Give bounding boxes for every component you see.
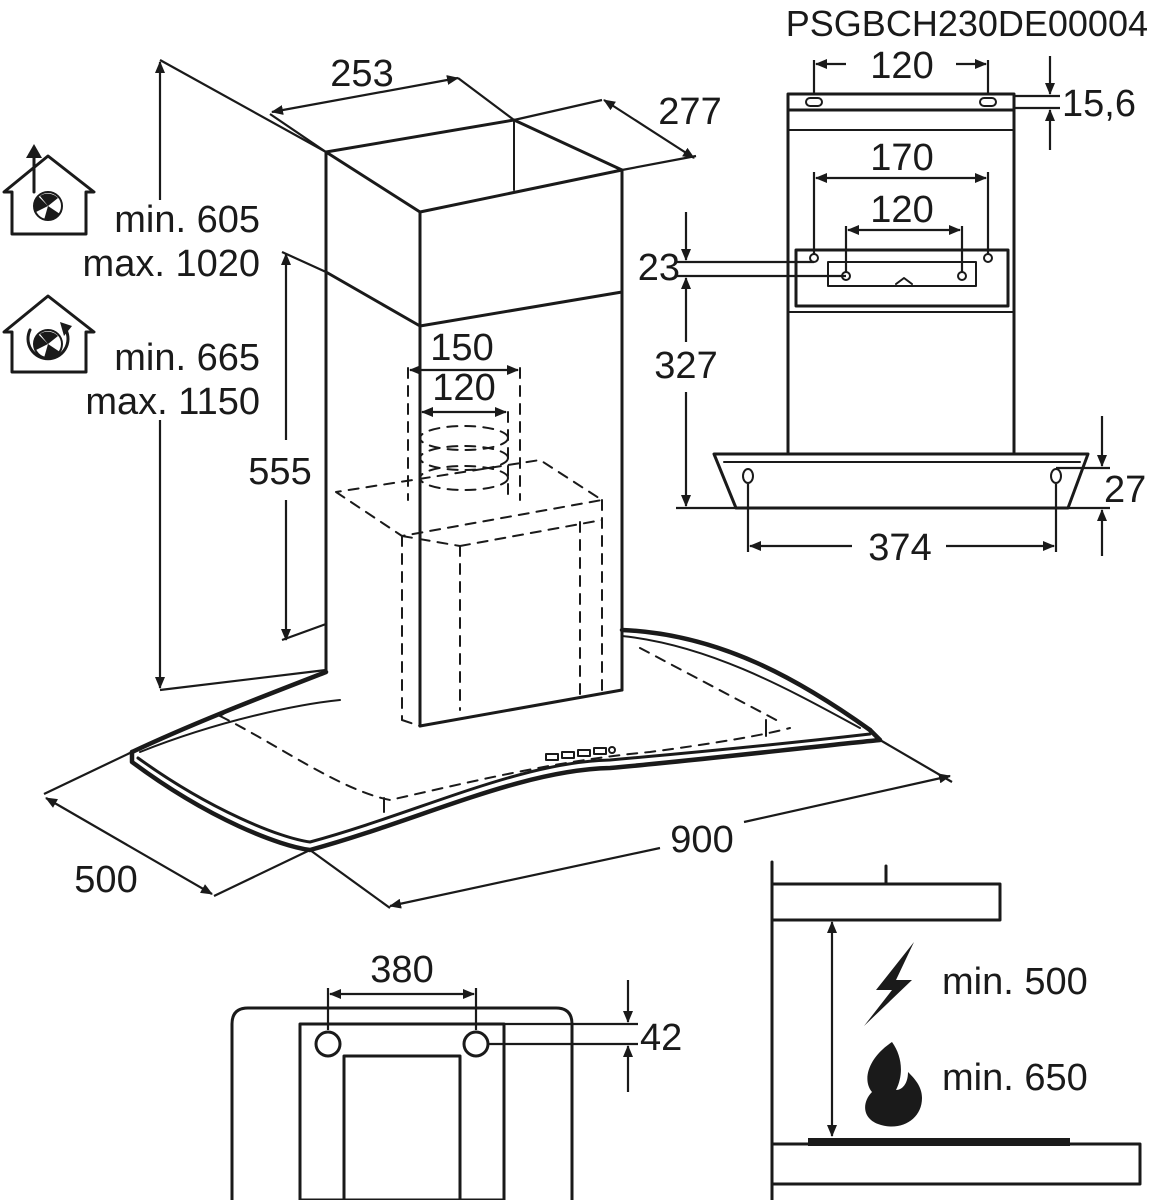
extraction-min-label: min. 605 — [114, 199, 260, 241]
dim-outlet: 150 120 — [409, 327, 519, 417]
clearance-view: min. 500 min. 650 — [770, 860, 1142, 1200]
dim-plate-offset: 23 — [638, 212, 846, 289]
canopy — [129, 627, 883, 853]
house-fan-recirculation-icon — [2, 294, 96, 374]
dim-hole-height: 42 — [488, 980, 682, 1092]
flame-icon — [865, 1042, 922, 1127]
recirculation-mode: min. 665 max. 1150 — [2, 294, 260, 423]
dim-plate-holes-outer: 170 — [812, 137, 990, 254]
dim-plate-holes-outer-label: 170 — [870, 137, 933, 179]
dim-chimney-depth: 277 — [513, 91, 722, 172]
dim-hole-height-label: 42 — [640, 1017, 682, 1059]
chimney-upper — [324, 118, 624, 328]
dim-hole-spacing: 380 — [326, 949, 478, 1030]
dim-overall-height — [155, 59, 327, 692]
dim-width-label: 900 — [670, 819, 733, 861]
dim-bottom-offset: 27 — [1056, 416, 1146, 556]
dim-top-slot-spacing-label: 120 — [870, 45, 933, 87]
gas-clearance-label: min. 650 — [942, 1057, 1088, 1099]
recirculation-max-label: max. 1150 — [85, 381, 260, 423]
motor-box-hidden — [335, 459, 603, 727]
outlet-collar — [407, 367, 521, 501]
electric-clearance: min. 500 — [864, 942, 1088, 1026]
lightning-icon — [864, 942, 914, 1026]
recirculation-min-label: min. 665 — [114, 337, 260, 379]
dim-top-slot-height: 15,6 — [1014, 56, 1136, 150]
product-code: PSGBCH230DE00004 — [786, 3, 1148, 44]
electric-clearance-label: min. 500 — [942, 961, 1088, 1003]
dim-vertical-span: 327 — [654, 277, 736, 510]
extraction-mode: min. 605 max. 1020 — [2, 144, 260, 285]
dim-bottom-offset-label: 27 — [1104, 469, 1146, 511]
dim-bottom-holes-label: 374 — [868, 527, 931, 569]
dim-top-slot-height-label: 15,6 — [1062, 83, 1136, 125]
dim-outlet-outer-label: 150 — [430, 327, 493, 369]
dim-bottom-holes: 374 — [746, 484, 1058, 569]
bracket-view: 120 15,6 170 120 23 — [638, 45, 1147, 569]
dim-outlet-inner-label: 120 — [432, 367, 495, 409]
dim-plate-offset-label: 23 — [638, 247, 680, 289]
dim-depth-label: 500 — [74, 859, 137, 901]
chimney-lower — [324, 270, 624, 728]
dim-width: 900 — [309, 739, 953, 909]
back-view: 380 42 — [230, 949, 682, 1200]
dim-plate-holes-inner: 120 — [844, 189, 964, 272]
control-panel — [545, 746, 616, 761]
dim-top-slot-spacing: 120 — [812, 45, 990, 94]
dim-canopy-height-label: 555 — [248, 451, 311, 493]
extraction-max-label: max. 1020 — [83, 243, 260, 285]
dim-hole-spacing-label: 380 — [370, 949, 433, 991]
dim-chimney-depth-label: 277 — [658, 91, 721, 133]
dim-vertical-span-label: 327 — [654, 345, 717, 387]
dim-chimney-width-label: 253 — [330, 53, 393, 95]
dim-depth: 500 — [43, 751, 311, 901]
house-fan-extraction-icon — [2, 144, 96, 236]
dim-canopy-height: 555 — [248, 250, 327, 642]
dim-plate-holes-inner-label: 120 — [870, 189, 933, 231]
gas-clearance: min. 650 — [865, 1042, 1088, 1127]
dim-chimney-width: 253 — [269, 53, 515, 153]
hood-main-view: 253 277 555 150 120 — [2, 53, 953, 909]
